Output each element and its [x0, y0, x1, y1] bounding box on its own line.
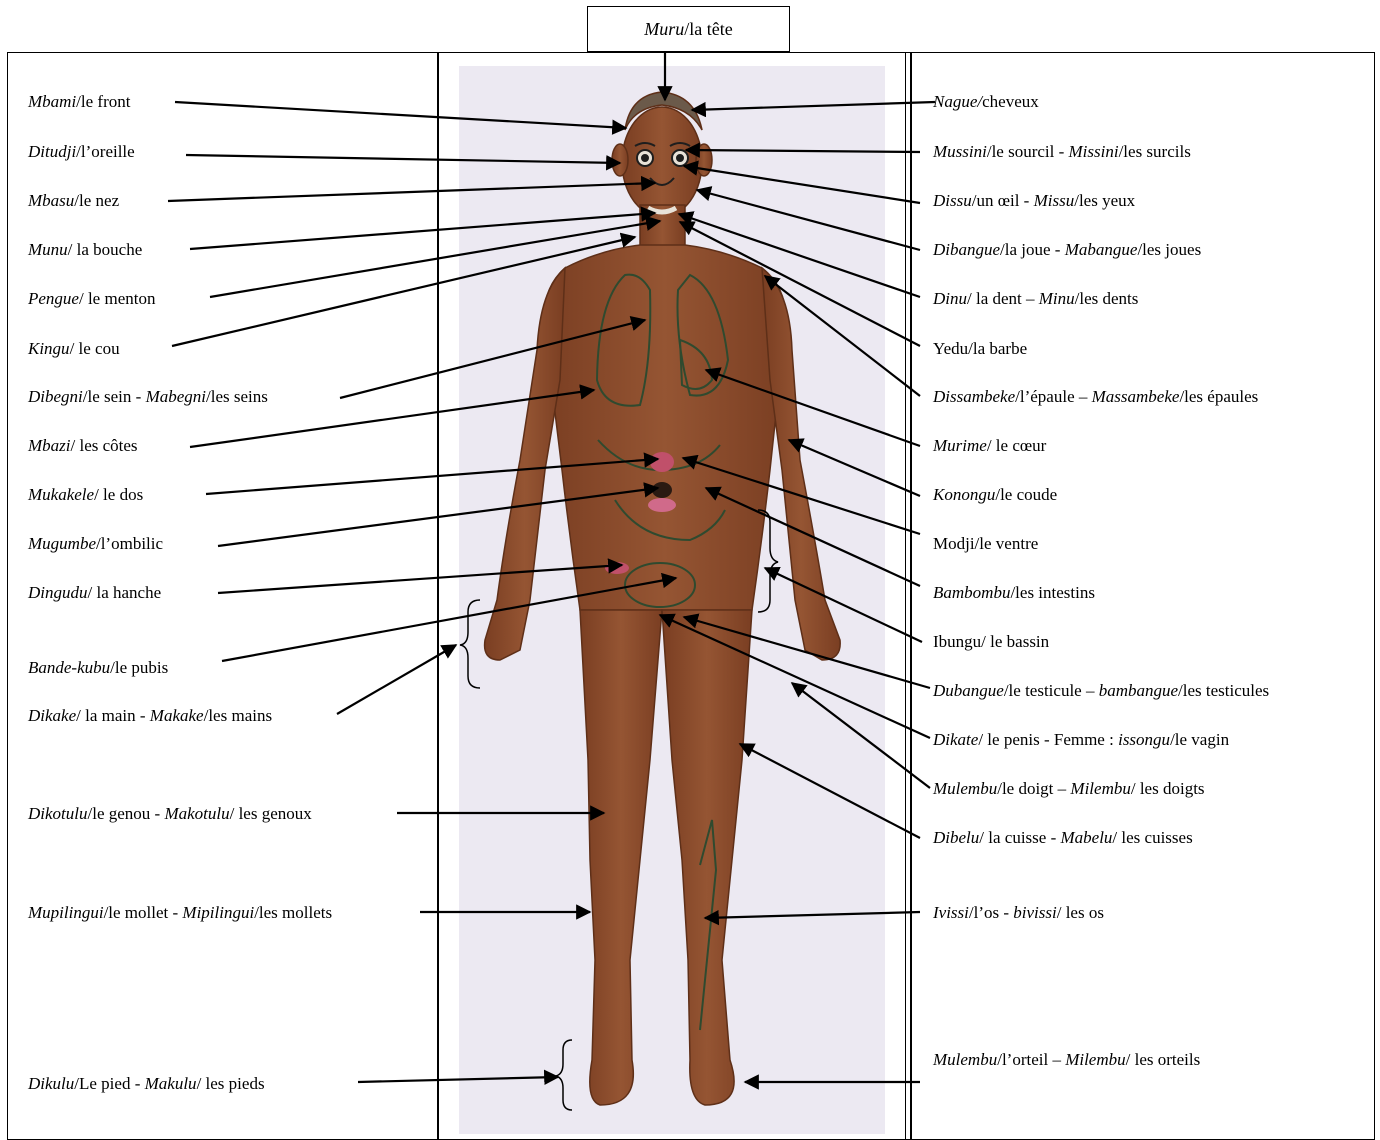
arrow-os: [705, 912, 920, 918]
arrow-intestins: [706, 488, 920, 586]
arrow-menton: [210, 221, 660, 297]
arrow-ventre: [683, 458, 920, 534]
brace-hand: [460, 600, 480, 688]
arrow-cheveux: [692, 102, 935, 110]
brace-pelvis: [758, 510, 778, 612]
arrow-hanche: [218, 565, 622, 593]
arrow-joue: [697, 190, 920, 250]
arrow-nez: [168, 183, 655, 201]
arrow-coeur: [706, 370, 920, 446]
arrow-front: [175, 102, 626, 128]
arrow-cuisse: [740, 744, 920, 838]
arrow-main: [337, 645, 456, 714]
arrow-sourcil: [686, 150, 920, 152]
arrow-doigt: [792, 683, 930, 788]
arrow-pied: [358, 1077, 558, 1082]
arrow-oreille: [186, 155, 620, 163]
arrow-sein: [340, 320, 645, 398]
arrow-coude: [789, 440, 920, 496]
arrow-bouche: [190, 213, 655, 249]
arrow-epaule: [765, 276, 920, 396]
arrow-dos: [206, 459, 658, 494]
arrow-bassin: [765, 568, 922, 642]
arrow-oeil: [684, 166, 920, 203]
arrow-ombilic: [218, 488, 658, 546]
arrow-cotes: [190, 390, 594, 447]
brace-foot: [556, 1040, 572, 1110]
